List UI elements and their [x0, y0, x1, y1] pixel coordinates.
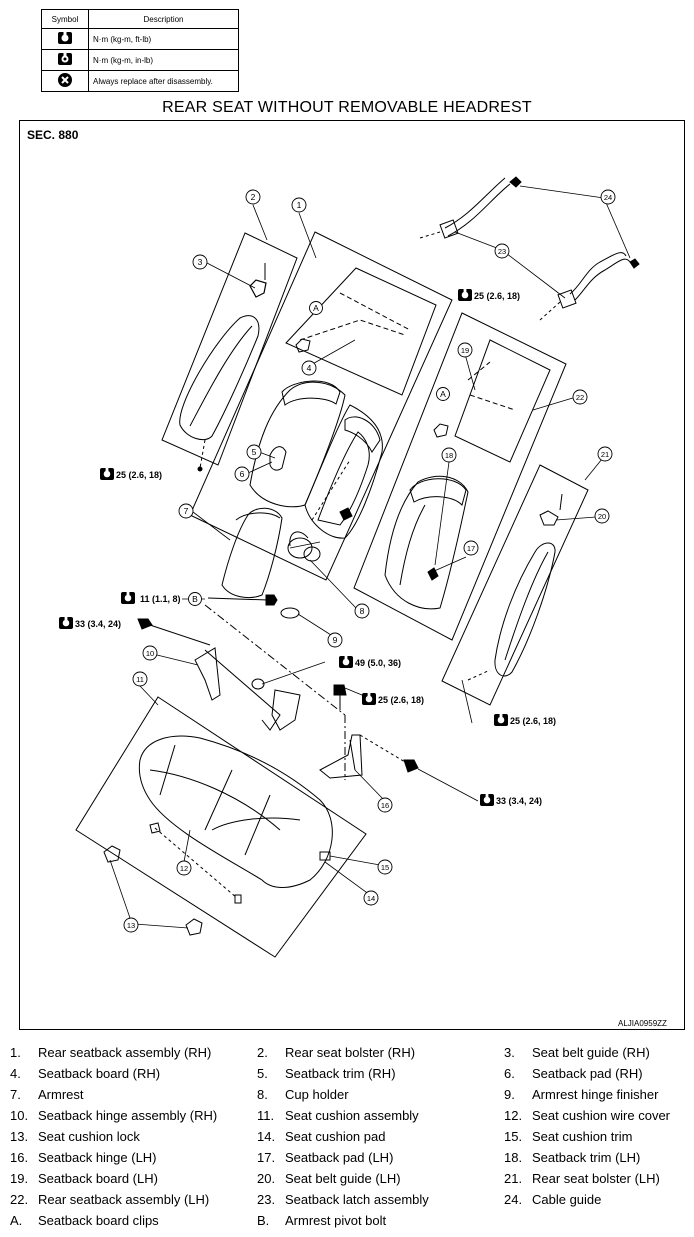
callout-13-label: 13 [127, 921, 135, 930]
callout-5 [246, 444, 262, 460]
callout-15 [377, 859, 393, 875]
callout-a2-label: A [440, 389, 446, 399]
callout-4 [301, 360, 317, 376]
callout-17 [463, 540, 479, 556]
seat-cushion-panel [75, 696, 367, 958]
seatback-hinge-rh-part [137, 618, 301, 731]
callout-7-label: 7 [184, 506, 189, 516]
callout-18 [441, 447, 457, 463]
callout-b1-label: B [192, 594, 198, 604]
armrest-part [221, 507, 283, 598]
callout-12-label: 12 [180, 864, 188, 873]
callout-11 [132, 671, 148, 687]
figure-id: ALJIA0959ZZ [618, 1019, 667, 1028]
callout-10 [142, 645, 158, 661]
callout-14-label: 14 [367, 894, 375, 903]
legend-row-text: Always replace after disassembly. [88, 70, 239, 92]
torque-value: 49 (5.0, 36) [355, 658, 401, 668]
callout-22 [572, 389, 588, 405]
armrest-hinge-finisher-part [280, 607, 300, 619]
callout-1 [291, 197, 307, 213]
torque-icon [59, 617, 73, 629]
callout-2 [245, 189, 261, 205]
callout-9-label: 9 [333, 635, 338, 645]
torque-icon [362, 693, 376, 705]
callout-a1-label: A [313, 303, 319, 313]
rear-seat-bolster-lh-panel [441, 464, 589, 706]
callout-18-label: 18 [445, 451, 453, 460]
callout-7 [178, 503, 194, 519]
callout-8 [354, 603, 370, 619]
torque-value: 11 (1.1, 8) [140, 594, 181, 604]
seat-cushion-lock-part [103, 845, 203, 936]
callout-21-label: 21 [601, 450, 609, 459]
callout-1-label: 1 [297, 200, 302, 210]
torque-value: 25 (2.6, 18) [378, 695, 424, 705]
torque-value: 33 (3.4, 24) [496, 796, 542, 806]
seatback-hinge-lh-part [319, 684, 419, 779]
callout-19 [457, 342, 473, 358]
section-label: SEC. 880 [27, 128, 79, 142]
torque-icon [494, 714, 508, 726]
torque-ft-lb-icon [41, 28, 89, 50]
torque-icon [480, 794, 494, 806]
rear-seatback-rh-panel [189, 231, 453, 581]
callout-15-label: 15 [381, 863, 389, 872]
page-title: REAR SEAT WITHOUT REMOVABLE HEADREST [162, 99, 532, 116]
torque-annotations: 25 (2.6, 18) 25 (2.6, 18) 11 (1.1, 8) 33… [59, 289, 556, 806]
cup-holder-part [287, 531, 321, 562]
armrest-pivot-bolt-part [207, 594, 278, 606]
callout-3-label: 3 [198, 257, 203, 267]
torque-icon [100, 468, 114, 480]
callout-12 [176, 860, 192, 876]
torque-value: 25 (2.6, 18) [474, 291, 520, 301]
torque-value: 25 (2.6, 18) [510, 716, 556, 726]
torque-value: 33 (3.4, 24) [75, 619, 121, 629]
callout-21 [597, 446, 613, 462]
callout-11-label: 11 [136, 675, 144, 684]
rear-seatback-lh-panel [353, 312, 567, 641]
callout-20 [594, 508, 610, 524]
callout-a1 [309, 301, 323, 315]
callout-2-label: 2 [251, 192, 256, 202]
callout-b1 [188, 592, 202, 606]
callout-5-label: 5 [252, 447, 257, 457]
callout-4-label: 4 [307, 363, 312, 373]
callout-14 [363, 890, 379, 906]
symbol-legend-table: Symbol Description N·m (kg-m, ft-lb) N·m… [41, 9, 239, 92]
callout-19-label: 19 [461, 346, 469, 355]
leader-lines [109, 185, 631, 929]
callout-13 [123, 917, 139, 933]
callout-17-label: 17 [467, 544, 475, 553]
callout-16 [377, 797, 393, 813]
callout-24 [600, 189, 616, 205]
diagram-frame [19, 120, 685, 1030]
seatback-latch-cable [419, 176, 640, 321]
callout-9 [327, 632, 343, 648]
callout-markers [123, 189, 616, 933]
torque-icon [121, 592, 135, 604]
callout-3 [192, 254, 208, 270]
callout-6 [234, 466, 250, 482]
callout-22-label: 22 [576, 393, 584, 402]
torque-icon [339, 656, 353, 668]
callout-a2 [436, 387, 450, 401]
callout-10-label: 10 [146, 649, 154, 658]
callout-8-label: 8 [360, 606, 365, 616]
callout-24-label: 24 [604, 193, 612, 202]
callout-23-label: 23 [498, 247, 506, 256]
callout-20-label: 20 [598, 512, 606, 521]
torque-icon [458, 289, 472, 301]
torque-value: 25 (2.6, 18) [116, 470, 162, 480]
callout-6-label: 6 [240, 469, 245, 479]
callout-16-label: 16 [381, 801, 389, 810]
rear-seat-bolster-rh-panel [161, 232, 298, 472]
callout-23 [494, 243, 510, 259]
